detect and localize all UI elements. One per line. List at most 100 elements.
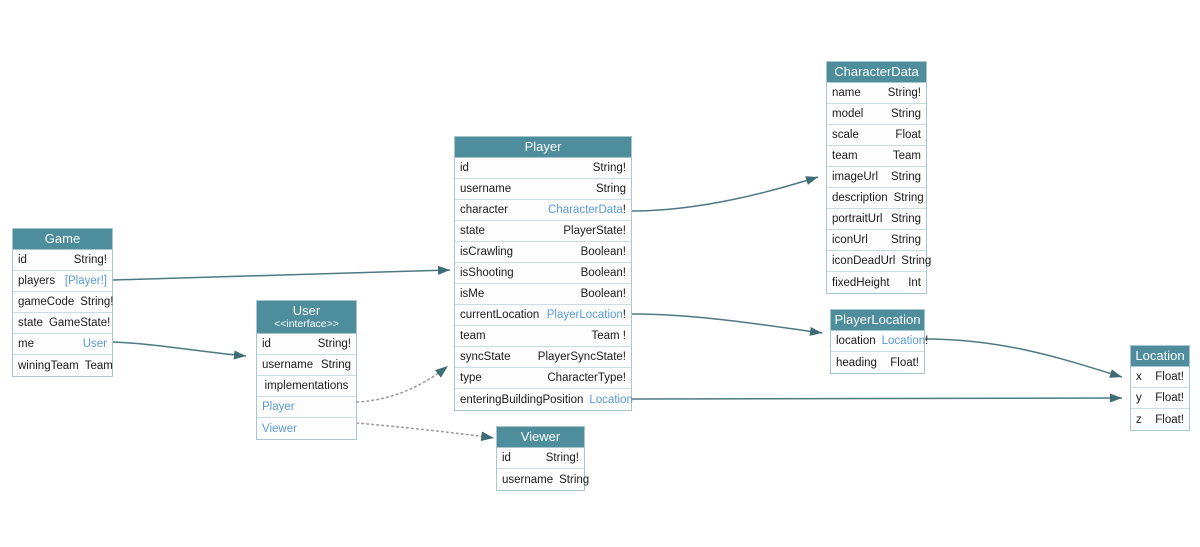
table-row[interactable]: portraitUrl String [827,209,926,230]
entity-character-data[interactable]: CharacterData name String! model String … [826,61,931,294]
implementation-name[interactable]: Player [262,401,295,413]
field-type: String [893,192,924,204]
table-row[interactable]: isShooting Boolean! [455,263,631,284]
entity-user-title: User <<interface>> [257,301,356,334]
field-name: scale [832,129,859,141]
table-row[interactable]: id String! [455,158,631,179]
field-name: id [502,452,511,464]
entity-viewer[interactable]: Viewer id String! username String [496,426,589,491]
implementations-label: implementations [264,380,349,392]
field-type: String [890,108,921,120]
entity-player[interactable]: Player id String! username String charac… [454,136,633,411]
edge-playerlocation-location-to-location [924,338,1123,378]
table-row[interactable]: team Team [827,146,926,167]
table-row[interactable]: enteringBuildingPosition Location [455,389,633,410]
implementation-item[interactable]: Viewer [257,418,356,439]
entity-game-title: Game [13,229,112,250]
field-name: y [1136,392,1142,404]
table-row[interactable]: iconUrl String [827,230,926,251]
implementation-item[interactable]: Player [257,397,356,418]
field-type: Float! [1155,371,1184,383]
field-type: Team [84,359,113,372]
edge-player-currentlocation-to-playerlocation [631,313,823,336]
table-row[interactable]: iconDeadUrl String [827,251,931,272]
field-name: currentLocation [460,309,540,321]
entity-player-location-title: PlayerLocation [831,310,924,331]
table-row[interactable]: players [Player!] [13,271,112,292]
table-row[interactable]: username String [497,469,589,490]
table-row[interactable]: syncState PlayerSyncState! [455,347,631,368]
field-name: heading [836,356,877,369]
field-name: username [502,473,554,486]
table-row[interactable]: scale Float [827,125,926,146]
table-row[interactable]: type CharacterType! [455,368,631,389]
table-row[interactable]: fixedHeight Int [827,272,926,293]
table-row[interactable]: x Float! [1131,367,1189,388]
field-name: team [832,150,858,162]
table-row[interactable]: imageUrl String [827,167,926,188]
field-type[interactable]: PlayerLocation! [541,309,626,321]
table-row[interactable]: id String! [13,250,112,271]
field-name: name [832,87,861,99]
field-name: isShooting [460,267,514,279]
table-row[interactable]: model String [827,104,926,125]
field-type: String! [545,452,579,464]
field-type[interactable]: User [82,338,107,350]
table-row[interactable]: id String! [497,448,584,469]
table-row[interactable]: isMe Boolean! [455,284,631,305]
table-row[interactable]: id String! [257,334,356,355]
table-row[interactable]: heading Float! [831,352,924,373]
table-row[interactable]: me User [13,334,112,355]
field-name: id [262,338,271,350]
entity-user[interactable]: User <<interface>> id String! username S… [256,300,357,440]
entity-player-location[interactable]: PlayerLocation location Location! headin… [830,309,928,374]
table-row[interactable]: description String [827,188,926,209]
field-required-marker: ! [925,335,929,347]
field-type[interactable]: [Player!] [64,275,107,287]
field-name: id [18,254,27,266]
field-name: enteringBuildingPosition [460,393,584,406]
table-row[interactable]: state GameState! [13,313,112,334]
field-name: isMe [460,288,485,300]
field-name: username [262,359,314,371]
table-row[interactable]: gameCode String! [13,292,114,313]
entity-location-title: Location [1131,346,1189,367]
edge-user-implements-player [356,365,449,403]
table-row[interactable]: state PlayerState! [455,221,631,242]
field-type-link[interactable]: Location [881,335,926,347]
field-type: PlayerSyncState! [537,351,626,363]
field-name: x [1136,371,1142,383]
field-type: String [890,213,921,225]
field-type: GameState! [48,317,111,329]
table-row[interactable]: y Float! [1131,388,1189,409]
field-required-marker: ! [622,204,626,216]
entity-game[interactable]: Game id String! players [Player!] gameCo… [12,228,114,377]
field-type: PlayerState! [563,225,626,237]
table-row[interactable]: username String [257,355,356,376]
table-row[interactable]: isCrawling Boolean! [455,242,631,263]
field-type[interactable]: Location [589,393,633,406]
field-name: players [18,275,56,287]
implementation-name[interactable]: Viewer [262,422,297,435]
field-type: String [320,359,351,371]
table-row[interactable]: winingTeam Team [13,355,113,376]
field-type[interactable]: Location! [876,335,929,347]
table-row[interactable]: character CharacterData! [455,200,631,221]
field-type: Boolean! [580,246,626,258]
table-row[interactable]: name String! [827,83,926,104]
table-row[interactable]: team Team ! [455,326,631,347]
field-type: String! [80,296,114,308]
table-row[interactable]: currentLocation PlayerLocation! [455,305,631,326]
table-row[interactable]: z Float! [1131,409,1189,430]
entity-location[interactable]: Location x Float! y Float! z Float! [1130,345,1190,431]
field-type-link[interactable]: CharacterData [548,204,623,216]
field-type[interactable]: CharacterData! [542,204,626,216]
table-row[interactable]: username String [455,179,631,200]
table-row[interactable]: location Location! [831,331,928,352]
field-type: String! [592,162,626,174]
entity-player-title: Player [455,137,631,158]
field-type: Team [892,150,921,162]
entity-character-data-title: CharacterData [827,62,926,83]
field-type-link[interactable]: PlayerLocation [546,309,623,321]
